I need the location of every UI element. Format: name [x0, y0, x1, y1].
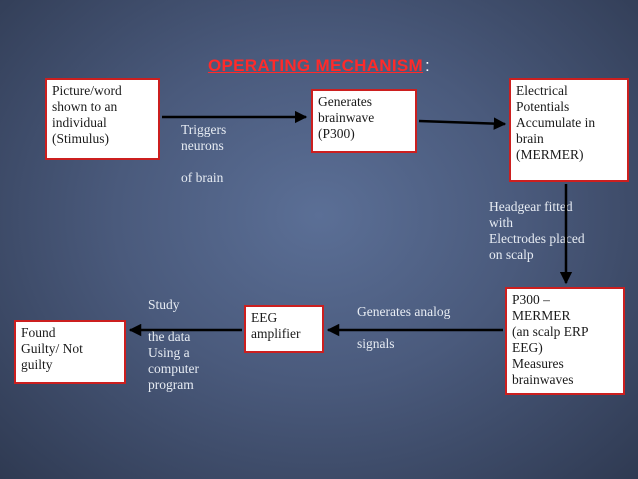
eeg-amplifier-box: EEG amplifier [244, 305, 324, 353]
mermer-box: Electrical Potentials Accumulate in brai… [509, 78, 629, 182]
study-data-label: Study the data Using a computer program [148, 297, 199, 392]
triggers-neurons-label: Triggers neurons of brain [181, 122, 227, 185]
diagram-title: OPERATING MECHANISM: [0, 56, 638, 76]
result-box: Found Guilty/ Not guilty [14, 320, 126, 384]
generates-analog-label: Generates analog signals [357, 304, 451, 351]
title-text: OPERATING MECHANISM [207, 56, 424, 75]
title-colon: : [425, 56, 431, 75]
stimulus-box: Picture/word shown to an individual (Sti… [45, 78, 160, 160]
generates-brainwave-box: Generates brainwave (P300) [311, 89, 417, 153]
p300-mermer-box: P300 – MERMER (an scalp ERP EEG) Measure… [505, 287, 625, 395]
headgear-label: Headgear fitted with Electrodes placed o… [489, 199, 585, 262]
arrow-brainwave-to-mermer [418, 117, 507, 130]
